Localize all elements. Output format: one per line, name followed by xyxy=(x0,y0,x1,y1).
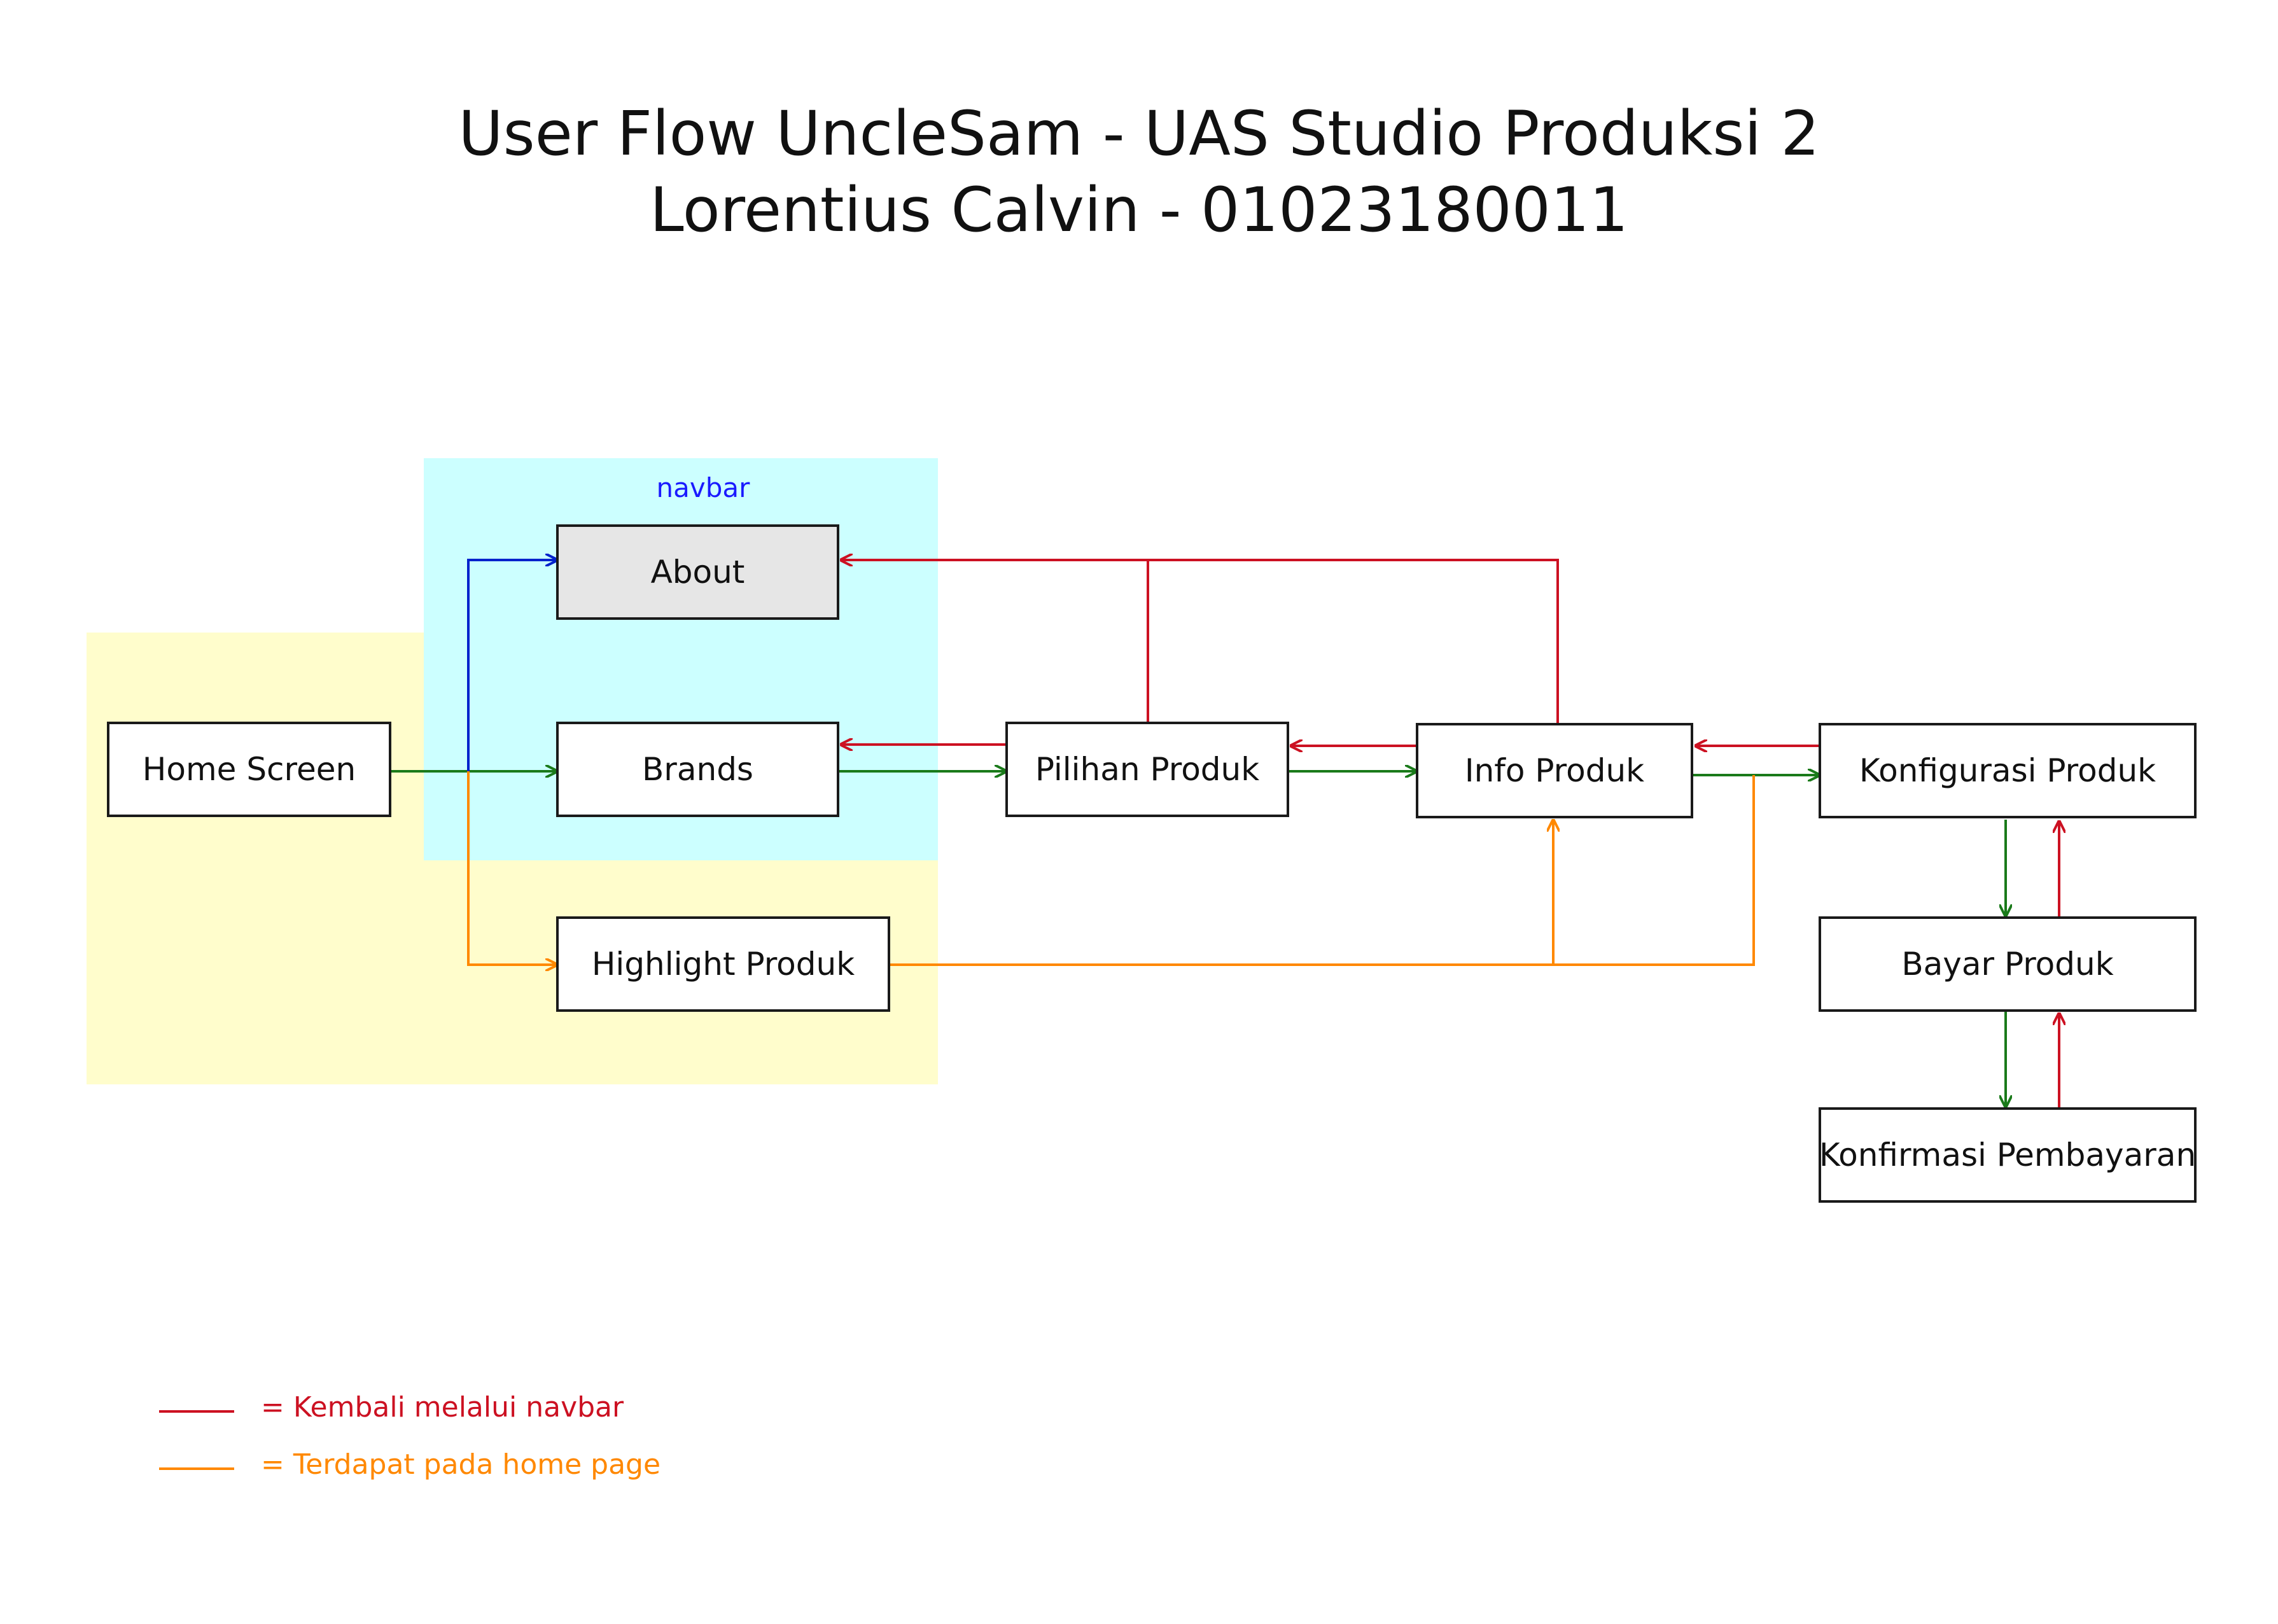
legend-orange-line xyxy=(159,1467,234,1470)
legend-red-text: = Kembali melalui navbar xyxy=(261,1391,624,1424)
legend-red-line xyxy=(159,1410,234,1413)
node-konfigurasi-produk: Konfigurasi Produk xyxy=(1819,723,2197,818)
node-konfirmasi-pembayaran: Konfirmasi Pembayaran xyxy=(1819,1107,2197,1203)
edge-info-to-about xyxy=(841,560,1559,723)
diagram-subtitle: Lorentius Calvin - 01023180011 xyxy=(650,174,1628,246)
node-info-produk: Info Produk xyxy=(1416,723,1693,818)
legend-orange-text: = Terdapat pada home page xyxy=(261,1448,661,1481)
edge-highlight-to-konfig xyxy=(890,775,1755,966)
node-highlight-produk: Highlight Produk xyxy=(556,916,890,1012)
edge-home-to-about xyxy=(467,560,557,771)
diagram-title: User Flow UncleSam - UAS Studio Produksi… xyxy=(458,98,1820,169)
node-brands: Brands xyxy=(556,722,839,817)
node-bayar-produk: Bayar Produk xyxy=(1819,916,2197,1012)
node-pilihan-produk: Pilihan Produk xyxy=(1005,722,1289,817)
node-home-screen: Home Screen xyxy=(107,722,391,817)
node-about: About xyxy=(556,524,839,620)
navbar-region-label: navbar xyxy=(656,472,750,503)
edge-home-to-highlight xyxy=(467,771,557,965)
